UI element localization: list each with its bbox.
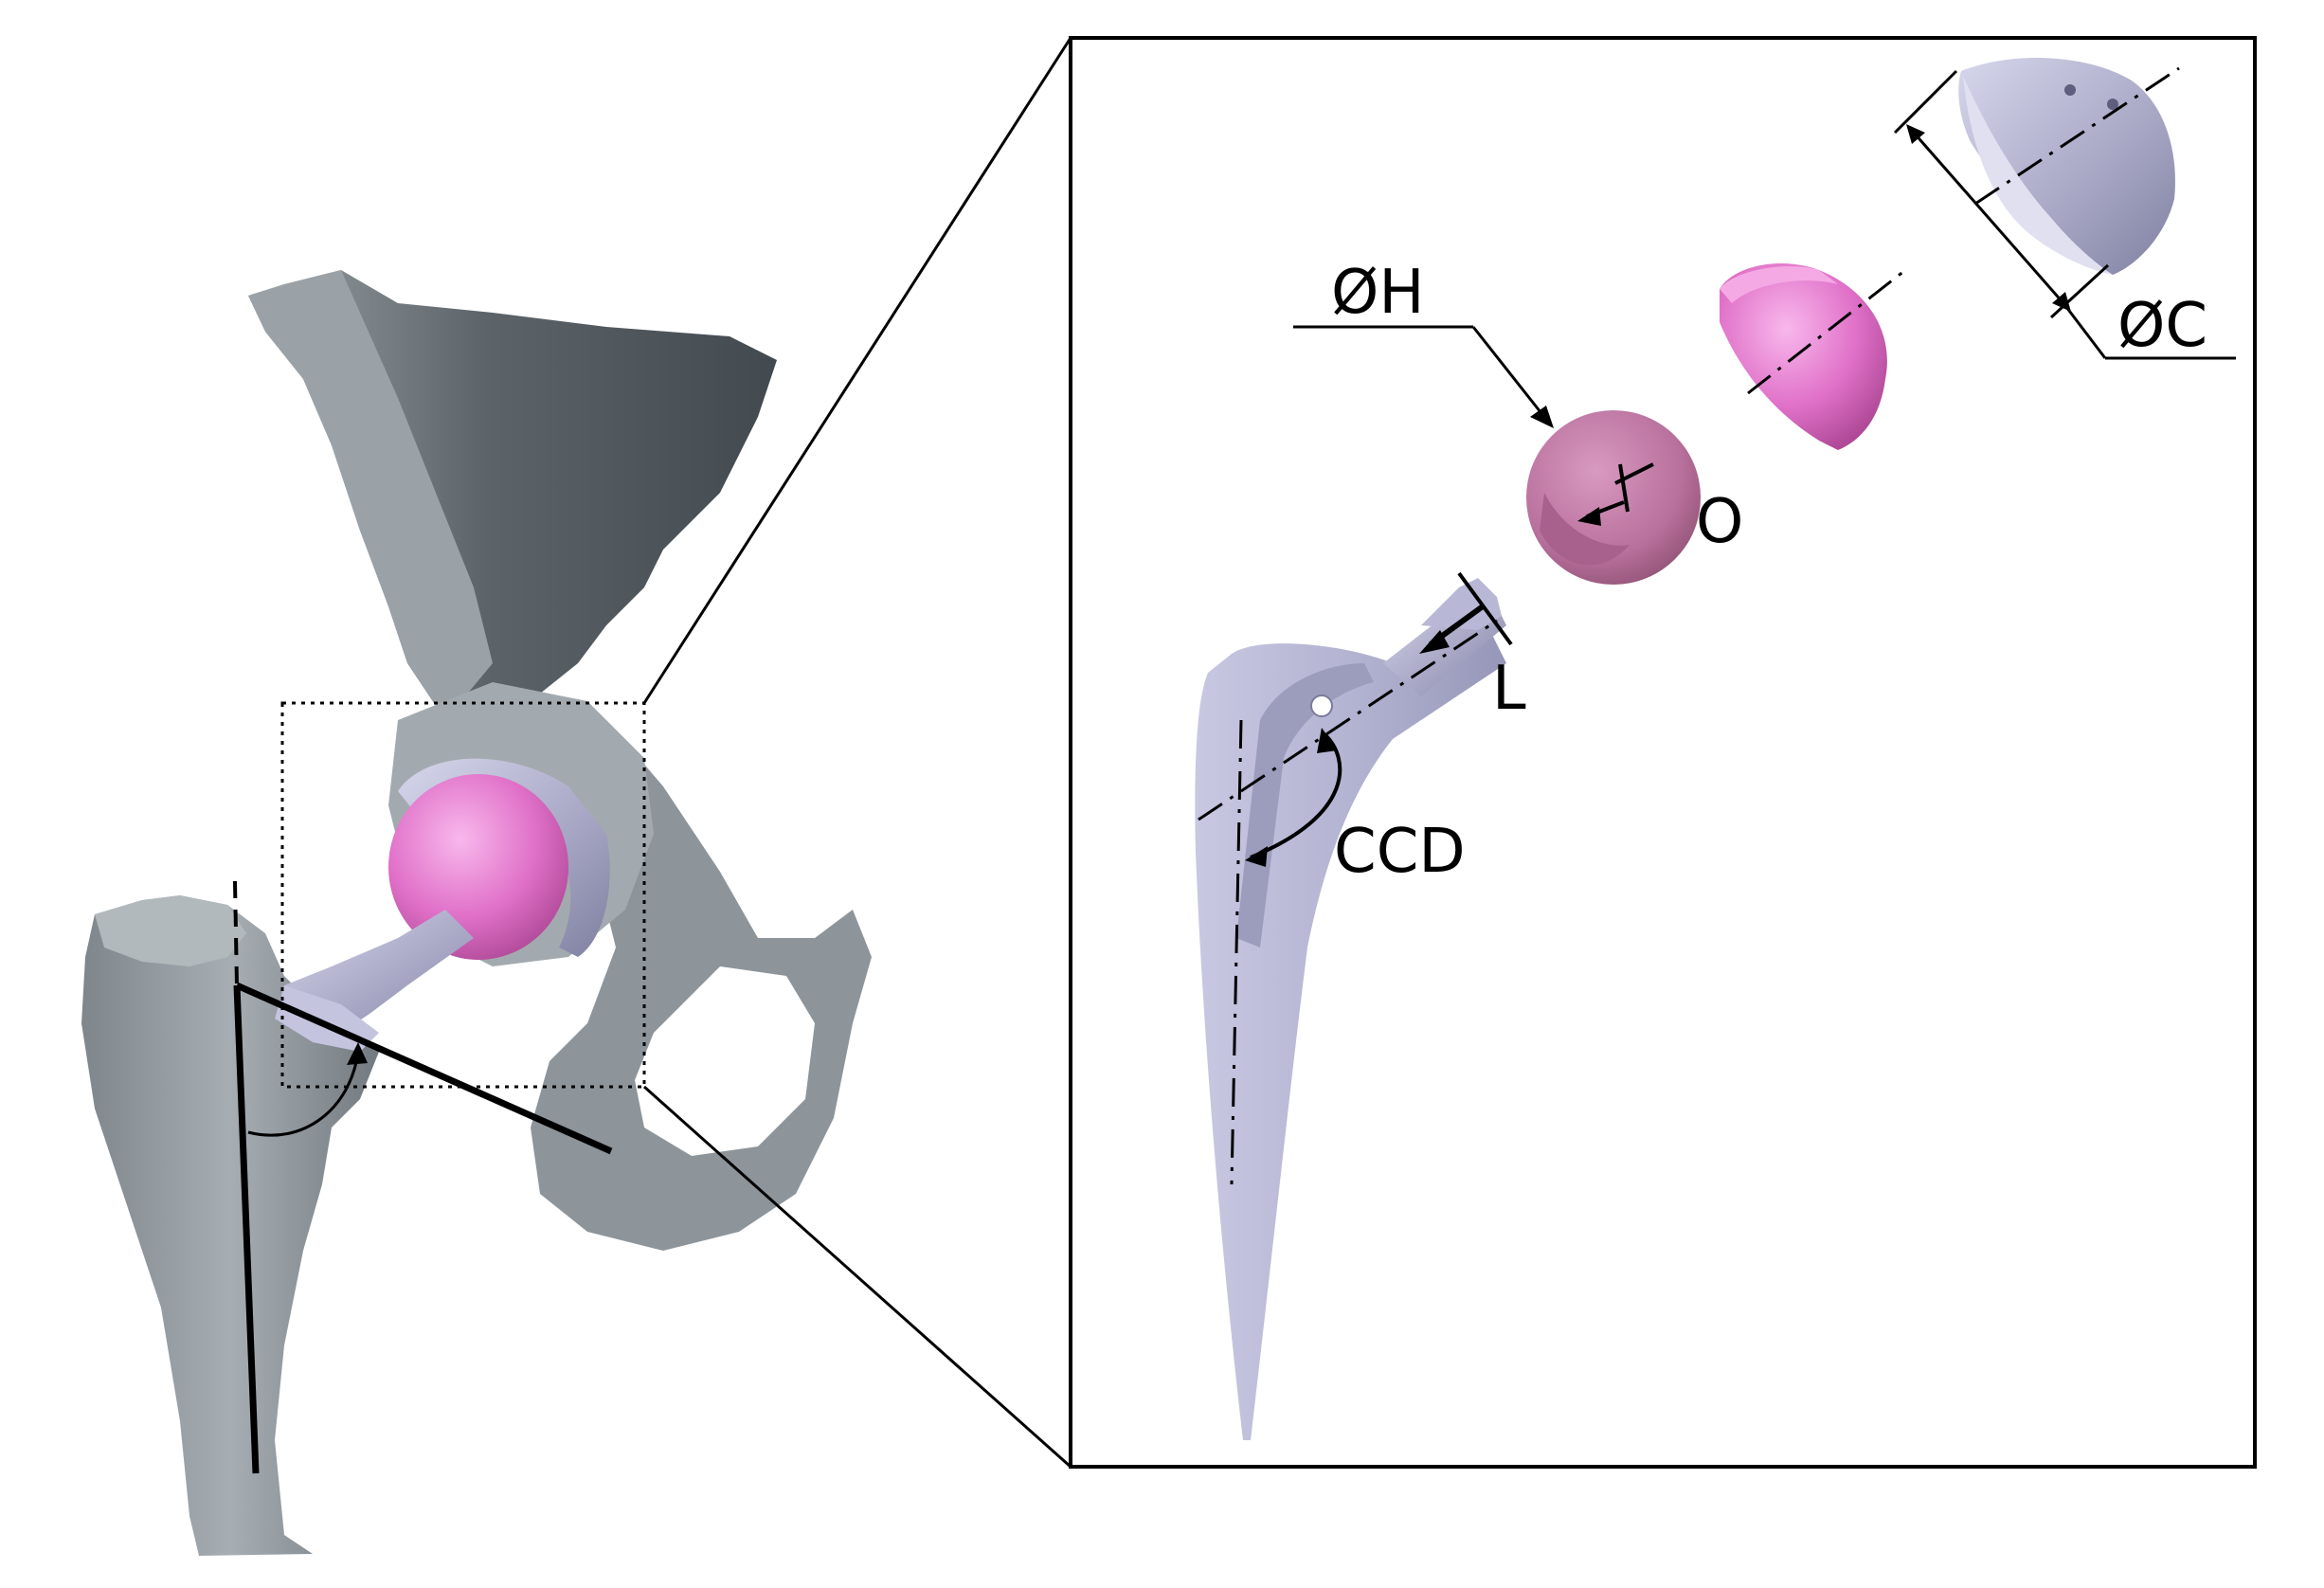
head-diameter-arrowhead bbox=[1530, 406, 1554, 428]
acetabular-shell bbox=[1958, 58, 2175, 275]
zoom-connector-top bbox=[642, 37, 1072, 704]
cup-dim-leader bbox=[2062, 302, 2107, 359]
stem-trunnion bbox=[1421, 578, 1502, 630]
stem-long-axis bbox=[1230, 719, 1243, 1185]
label-ccd-angle: CCD bbox=[1334, 817, 1466, 887]
shell-hole-2 bbox=[2107, 99, 2118, 110]
label-offset: O bbox=[1696, 487, 1743, 557]
acetabular-shell-inner bbox=[1963, 76, 2113, 275]
ccd-arrowhead-top bbox=[1317, 728, 1338, 753]
greater-trochanter bbox=[95, 895, 246, 966]
liner-left bbox=[388, 774, 568, 960]
neck-length-tick bbox=[1457, 571, 1513, 646]
neck-length-arrowhead bbox=[1419, 630, 1450, 654]
cup-dim-arrowhead-top bbox=[1906, 124, 1925, 144]
liner-axis bbox=[1747, 265, 1910, 395]
offset-arrowhead bbox=[1577, 507, 1601, 526]
stem-shoulder-detail bbox=[1236, 663, 1374, 947]
label-neck-length: L bbox=[1492, 654, 1526, 724]
ccd-arrowhead-bottom bbox=[1245, 846, 1268, 867]
femoral-axis-line bbox=[233, 984, 260, 1474]
ilium-ridge bbox=[248, 270, 493, 720]
cup-dim-ext-top bbox=[1893, 69, 1958, 135]
ccd-angle-arc-left bbox=[247, 1051, 360, 1137]
cup-rim-left bbox=[398, 758, 610, 957]
cup-dim-ext-bottom bbox=[2049, 263, 2110, 319]
liner-exploded bbox=[1720, 262, 1887, 450]
shell-axis bbox=[1974, 66, 2180, 206]
neck-axis-line bbox=[235, 982, 613, 1155]
femur-bone bbox=[81, 895, 379, 1556]
label-cup-diameter: ØC bbox=[2117, 291, 2207, 361]
zoom-connector-bottom bbox=[643, 1085, 1072, 1469]
anatomy-left-panel bbox=[81, 270, 872, 1556]
label-head-diameter: ØH bbox=[1331, 258, 1425, 328]
femoral-head-bore bbox=[1540, 493, 1630, 566]
offset-dim-tick-v bbox=[1618, 463, 1630, 513]
shell-hole-1 bbox=[2064, 84, 2076, 96]
femoral-axis-dashed bbox=[233, 880, 239, 986]
obturator-foramen bbox=[635, 966, 815, 1156]
detail-panel: L CCD O ØH ØC bbox=[1069, 36, 2257, 1469]
ccd-angle-arrowhead-left bbox=[347, 1042, 368, 1065]
stem-hole bbox=[1310, 695, 1333, 717]
zoom-region-box bbox=[280, 701, 646, 1089]
femoral-head bbox=[1526, 410, 1701, 585]
liner-exploded-rim bbox=[1720, 266, 1838, 303]
stem-neck-axis bbox=[1198, 619, 1498, 821]
cup-dim-line bbox=[1912, 132, 2065, 304]
head-diameter-leader bbox=[1471, 326, 1546, 418]
